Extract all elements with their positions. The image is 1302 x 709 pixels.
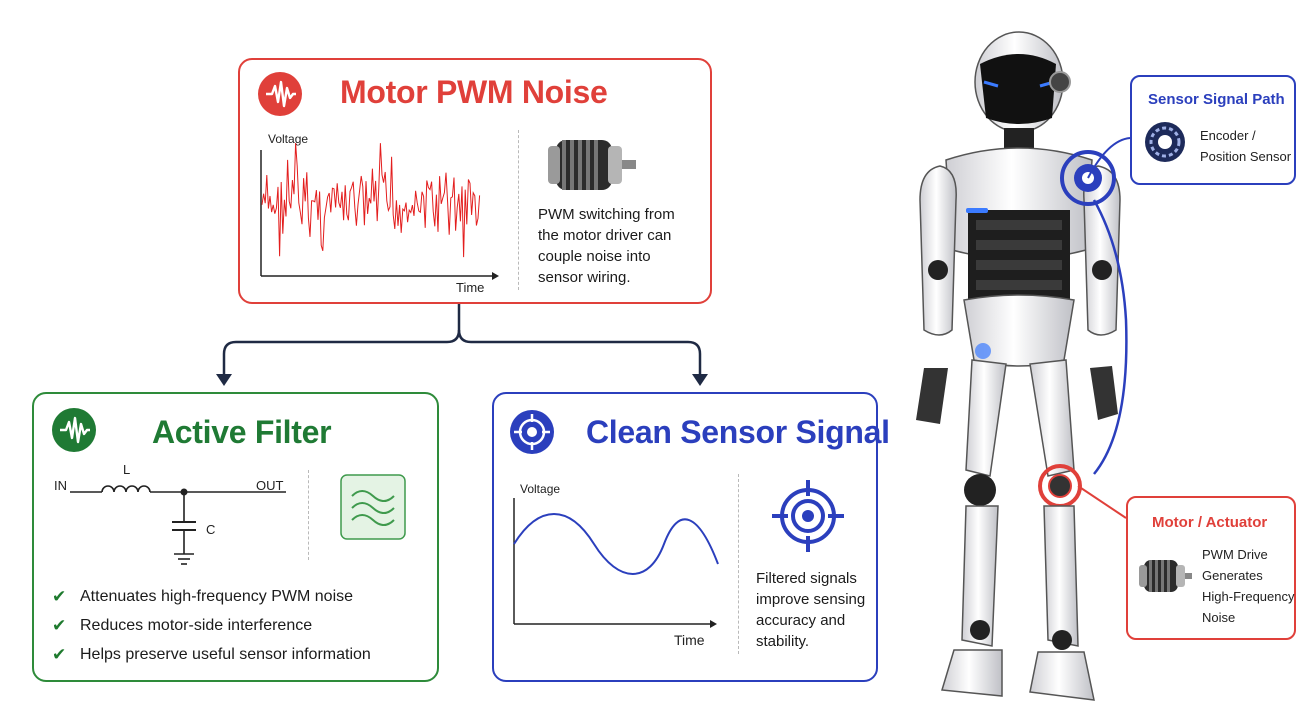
inductor-label: L [123, 462, 131, 477]
benefit-item: ✔ Reduces motor-side interference [52, 616, 312, 636]
x-axis-label: Time [674, 632, 705, 648]
sensor-signal-path-callout: Sensor Signal Path Encoder / Position Se… [1130, 75, 1296, 185]
panel-divider [308, 470, 309, 560]
check-icon: ✔ [52, 645, 67, 664]
motor-icon [1139, 560, 1192, 592]
benefit-text: Reduces motor-side interference [80, 617, 313, 634]
y-axis-label: Voltage [268, 132, 309, 146]
motor-actuator-callout: Motor / Actuator PWM Drive Generates Hig… [1126, 496, 1296, 640]
noise-waveform-plot [260, 142, 499, 280]
lc-filter-circuit [70, 485, 286, 565]
panel-title: Clean Sensor Signal [586, 414, 890, 450]
encoder-icon [1145, 122, 1185, 162]
check-icon: ✔ [52, 587, 67, 606]
circuit-in-label: IN [54, 478, 67, 493]
benefit-item: ✔ Helps preserve useful sensor informati… [52, 645, 371, 665]
target-icon [772, 480, 844, 552]
panel-divider [518, 130, 519, 290]
filter-waves-icon [340, 474, 406, 540]
humanoid-robot-icon [916, 31, 1128, 701]
arrow-head-left [216, 374, 232, 386]
clean-sensor-signal-panel: Clean Sensor Signal Voltage Time Filtere… [492, 392, 890, 682]
motor-pwm-noise-panel: Motor PWM Noise Voltage Time PWM switchi… [238, 58, 712, 304]
check-icon: ✔ [52, 616, 67, 635]
arrow-head-right [692, 374, 708, 386]
waveform-icon [258, 72, 302, 116]
panel-title: Active Filter [152, 414, 332, 450]
clean-waveform-plot [513, 498, 719, 628]
active-filter-panel: Active Filter IN L OUT C ✔ Attenuates hi… [32, 392, 439, 682]
panel-divider [738, 474, 739, 654]
callout-title: Sensor Signal Path [1148, 91, 1285, 108]
encoder-glow [1060, 150, 1116, 206]
benefit-text: Attenuates high-frequency PWM noise [80, 588, 354, 605]
panel-title: Motor PWM Noise [340, 74, 608, 110]
waveform-icon [52, 408, 96, 452]
target-icon [510, 410, 554, 454]
callout-text: PWM Drive Generates High-Frequency Noise [1202, 547, 1295, 625]
x-axis-label: Time [456, 280, 485, 295]
capacitor-label: C [206, 522, 216, 537]
noise-description: PWM switching from the motor driver can … [538, 206, 675, 286]
y-axis-label: Voltage [520, 482, 561, 496]
clean-description: Filtered signals improve sensing accurac… [756, 570, 866, 650]
benefit-text: Helps preserve useful sensor information [80, 646, 371, 663]
motor-icon [548, 140, 636, 190]
circuit-out-label: OUT [256, 478, 284, 493]
benefit-item: ✔ Attenuates high-frequency PWM noise [52, 587, 353, 607]
callout-text: Encoder / Position Sensor [1200, 128, 1292, 164]
callout-title: Motor / Actuator [1152, 514, 1268, 531]
